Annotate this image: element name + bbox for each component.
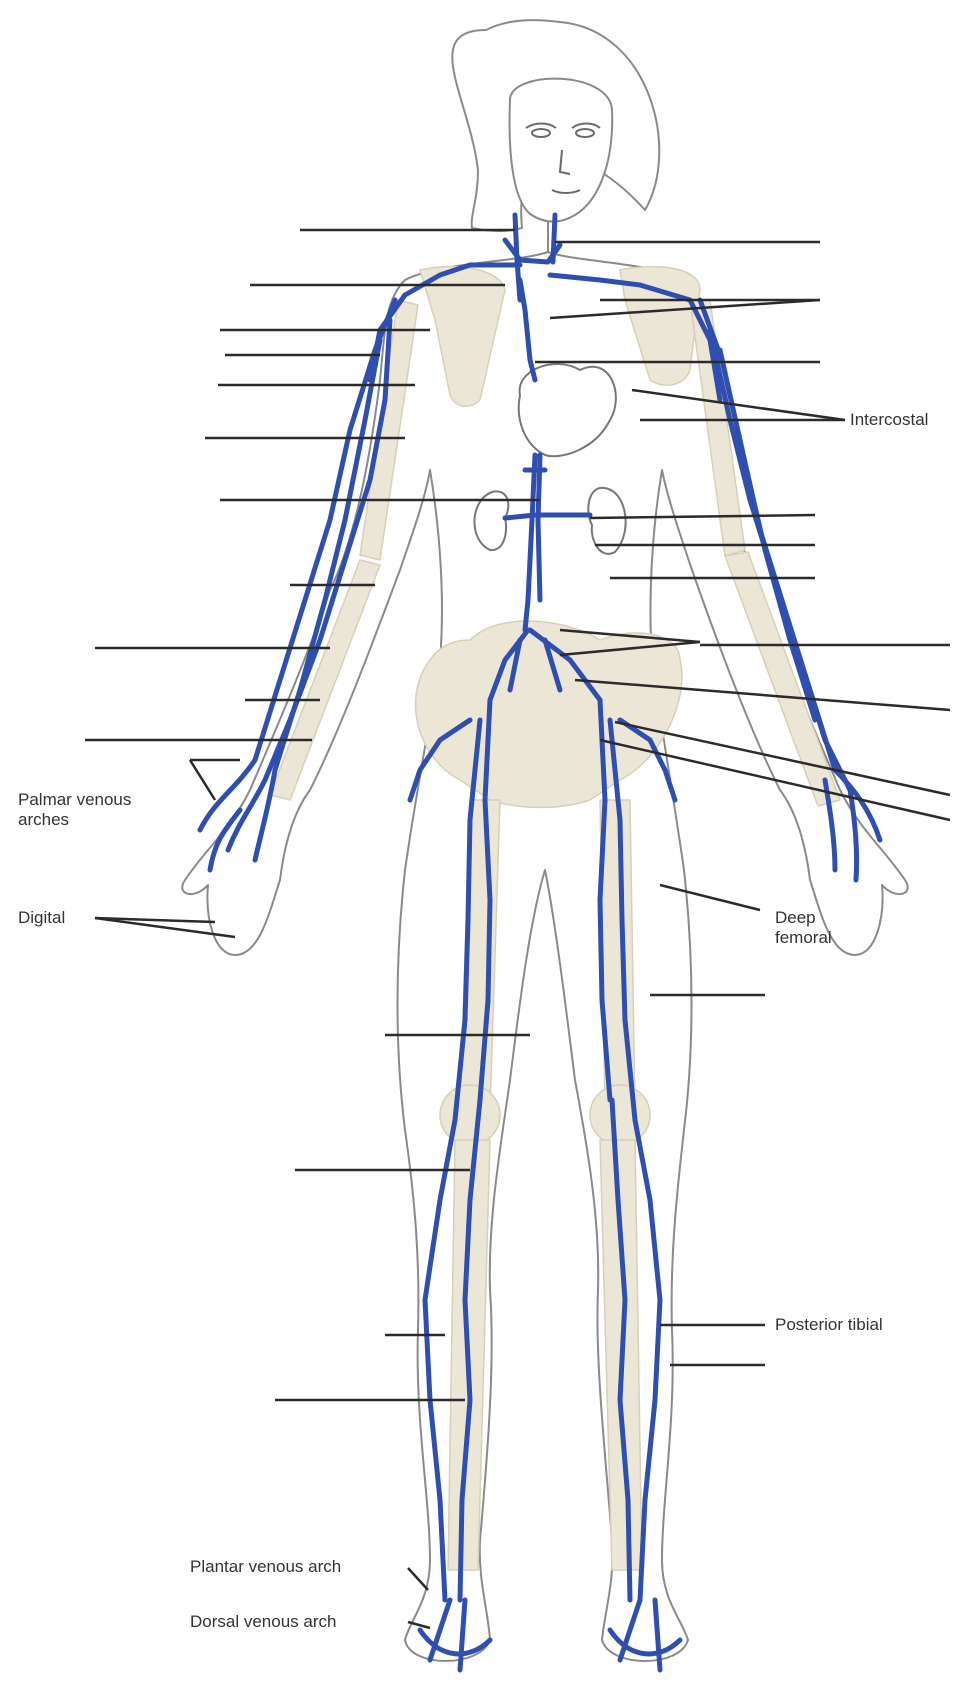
face [510,79,613,222]
palmar-pointer [190,760,215,800]
label-plantar-venous-arch: Plantar venous arch [190,1557,341,1577]
left-patella [440,1085,500,1145]
renal-vein-left [505,515,535,518]
plantar-pointer [408,1568,428,1590]
label-palmar-venous-arches-line1: Palmar venous [18,790,131,810]
body-outline [182,20,907,1661]
label-digital: Digital [18,908,65,928]
right-patella [590,1085,650,1145]
label-intercostal: Intercostal [850,410,928,430]
label-dorsal-venous-arch: Dorsal venous arch [190,1612,336,1632]
label-palmar-venous-arches-line2: arches [18,810,69,830]
label-posterior-tibial: Posterior tibial [775,1315,883,1335]
label-deep-femoral-line1: Deep [775,908,816,928]
label-deep-femoral-line2: femoral [775,928,832,948]
